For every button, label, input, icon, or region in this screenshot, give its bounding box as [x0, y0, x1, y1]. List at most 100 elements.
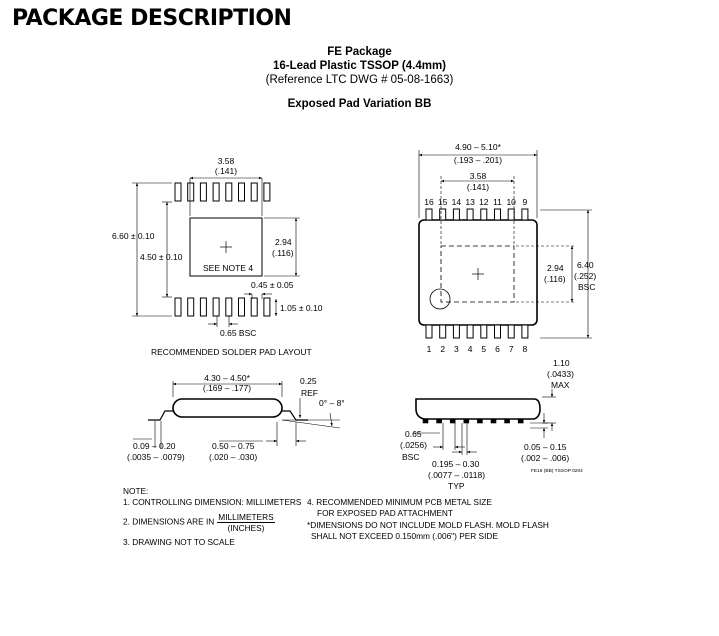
solder-pitch: 0.65 BSC — [220, 328, 256, 338]
solder-pad-top-row — [174, 182, 271, 202]
body-length-in: (.193 – .201) — [454, 155, 502, 165]
solder-exposed-pad — [189, 217, 263, 277]
solder-pad-width-mm: 3.58 — [218, 156, 235, 166]
solder-pad — [212, 182, 220, 202]
end-view-lead — [504, 418, 510, 424]
solder-pad — [187, 297, 195, 317]
package-lead — [480, 208, 488, 221]
top-pad-height-in: (.116) — [544, 274, 566, 284]
pin-number: 13 — [465, 197, 475, 207]
pin-number: 3 — [454, 344, 459, 354]
foot-length-in: (.020 – .030) — [209, 452, 257, 462]
end-view-lead — [477, 418, 483, 424]
note-star-line1: *DIMENSIONS DO NOT INCLUDE MOLD FLASH. M… — [307, 520, 549, 530]
side-ref-label: REF — [301, 388, 318, 398]
package-lead — [494, 324, 501, 339]
end-view-lead — [463, 418, 470, 424]
package-lead — [507, 324, 515, 339]
solder-pad — [238, 297, 245, 317]
notes-title: NOTE: — [123, 486, 149, 496]
end-pitch-in: (.0256) — [400, 440, 427, 450]
top-pad-width-in: (.141) — [467, 182, 489, 192]
package-reference: (Reference LTC DWG # 05-08-1663) — [265, 74, 454, 86]
solder-pad — [238, 182, 245, 202]
pin-number: 9 — [523, 197, 528, 207]
top-view-package — [418, 150, 592, 339]
foot-length-mm: 0.50 – 0.75 — [212, 441, 255, 451]
top-pad-height-mm: 2.94 — [547, 263, 564, 273]
package-type: 16-Lead Plastic TSSOP (4.4mm) — [273, 60, 446, 72]
solder-lead-length: 1.05 ± 0.10 — [280, 303, 323, 313]
package-lead — [439, 208, 447, 221]
end-standoff-in: (.002 – .006) — [521, 453, 569, 463]
package-name: FE Package — [327, 46, 392, 58]
solder-pad — [263, 182, 271, 202]
end-height-mm: 1.10 — [553, 358, 570, 368]
package-lead — [452, 208, 460, 221]
package-lead — [466, 324, 474, 339]
side-view-left-lead — [148, 410, 173, 421]
overall-width-in: (.252) — [574, 271, 596, 281]
pin1-marker-icon — [429, 288, 451, 310]
note-2-prefix: 2. DIMENSIONS ARE IN — [123, 516, 215, 527]
note-1: 1. CONTROLLING DIMENSION: MILLIMETERS — [123, 497, 302, 507]
pin-number: 12 — [479, 197, 489, 207]
end-height-note: MAX — [551, 380, 570, 390]
drawing-code: FE16 (BB) TSSOP 0204 — [531, 468, 583, 474]
package-lead — [521, 208, 529, 221]
package-lead — [439, 324, 447, 339]
notes-left: NOTE: 1. CONTROLLING DIMENSION: MILLIMET… — [123, 486, 313, 548]
end-view-lead — [422, 418, 429, 424]
notes-right: 4. RECOMMENDED MINIMUM PCB METAL SIZE FO… — [307, 497, 567, 542]
solder-pad-height-in: (.116) — [272, 248, 294, 258]
note-4-line2: FOR EXPOSED PAD ATTACHMENT — [317, 508, 453, 518]
foot-thickness-in: (.0035 – .0079) — [127, 452, 185, 462]
end-view-leads — [422, 418, 524, 424]
pin-number: 10 — [506, 197, 516, 207]
top-view-exposed-pad — [440, 245, 515, 303]
side-body-width-mm: 4.30 – 4.50* — [204, 373, 251, 383]
solder-overall-height: 6.60 ± 0.10 — [112, 231, 155, 241]
end-pitch-mm: 0.65 — [405, 429, 422, 439]
pin-number: 8 — [523, 344, 528, 354]
foot-thickness-mm: 0.09 – 0.20 — [133, 441, 176, 451]
top-pad-width-mm: 3.58 — [470, 171, 487, 181]
solder-pad — [250, 182, 258, 202]
pin-number: 11 — [493, 197, 502, 207]
side-angle: 0° – 8° — [319, 398, 345, 408]
solder-pad-layout — [132, 176, 300, 327]
package-lead — [452, 324, 460, 339]
solder-pad — [212, 297, 220, 317]
solder-pad-width-in: (.141) — [215, 166, 237, 176]
pin-number: 15 — [438, 197, 448, 207]
overall-width-mm: 6.40 — [577, 260, 594, 270]
side-ref-value: 0.25 — [300, 376, 317, 386]
note-3: 3. DRAWING NOT TO SCALE — [123, 537, 235, 547]
package-lead — [494, 208, 501, 221]
solder-pad — [199, 297, 207, 317]
end-view-package — [413, 389, 556, 455]
end-standoff-mm: 0.05 – 0.15 — [524, 442, 567, 452]
top-view-top-leads — [425, 208, 529, 221]
package-lead — [507, 208, 515, 221]
solder-pad — [263, 297, 271, 317]
page-heading: PACKAGE DESCRIPTION — [12, 6, 292, 31]
pin-number: 4 — [468, 344, 473, 354]
note-2-numerator: MILLIMETERS — [217, 512, 275, 523]
note-star-line2: SHALL NOT EXCEED 0.150mm (.006") PER SID… — [311, 531, 498, 541]
pin-number: 6 — [495, 344, 500, 354]
solder-pad — [250, 297, 258, 317]
solder-caption: RECOMMENDED SOLDER PAD LAYOUT — [151, 347, 312, 357]
solder-pad — [174, 297, 182, 317]
end-pitch-note: BSC — [402, 452, 419, 462]
end-view-lead — [449, 418, 456, 424]
pin-number: 16 — [424, 197, 434, 207]
solder-lead-width: 0.45 ± 0.05 — [251, 280, 294, 290]
top-view-bottom-leads — [425, 324, 529, 339]
solder-see-note: SEE NOTE 4 — [203, 263, 253, 273]
package-lead — [466, 208, 474, 221]
